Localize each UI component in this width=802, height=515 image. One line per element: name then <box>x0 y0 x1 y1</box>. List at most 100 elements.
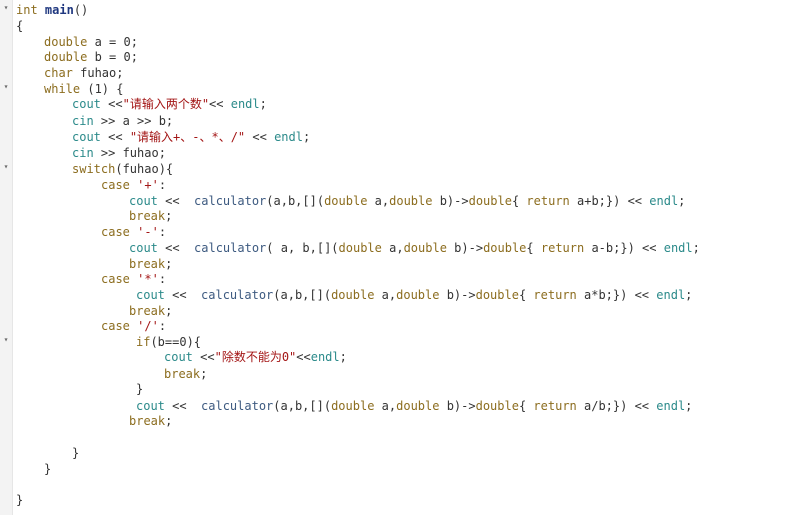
code-token: ( a, b,[]( <box>266 241 339 255</box>
code-token: double <box>389 194 433 208</box>
code-token: cout <box>72 130 101 144</box>
code-line[interactable]: double a = 0; <box>44 34 138 50</box>
code-line[interactable]: cout << calculator( a, b,[](double a,dou… <box>129 240 700 256</box>
code-token: double <box>331 288 375 302</box>
code-token: << <box>100 97 123 111</box>
code-token: a, <box>374 288 397 302</box>
code-token: endl <box>274 130 303 144</box>
code-token: } <box>72 446 80 460</box>
code-line[interactable]: } <box>44 461 51 477</box>
code-line[interactable]: } <box>72 445 79 461</box>
code-token: >> a >> b; <box>93 114 174 128</box>
code-line[interactable]: while (1) { <box>44 81 123 97</box>
code-line[interactable]: break; <box>129 303 172 319</box>
code-token: ; <box>165 414 173 428</box>
code-line[interactable]: cout <<"除数不能为0"<<endl; <box>164 349 347 365</box>
code-token: endl <box>656 288 686 302</box>
code-line[interactable]: break; <box>164 366 207 382</box>
code-token: << <box>296 350 311 364</box>
code-token: a/b;}) << <box>576 399 657 413</box>
code-line[interactable]: double b = 0; <box>44 49 138 65</box>
code-token: break <box>129 209 166 223</box>
code-line[interactable]: cout << "请输入+、-、*、/" << endl; <box>72 129 310 145</box>
code-token: << <box>209 97 231 111</box>
code-token: '*' <box>137 272 159 286</box>
code-line[interactable]: switch(fuhao){ <box>72 161 173 177</box>
code-line[interactable]: cin >> fuhao; <box>72 145 166 161</box>
code-token: calculator <box>201 288 274 302</box>
code-token: << <box>164 399 202 413</box>
code-token: break <box>129 414 166 428</box>
code-token: (b==0){ <box>150 335 202 349</box>
code-token: ; <box>685 399 693 413</box>
code-token: double <box>475 399 519 413</box>
code-token: a-b;}) << <box>584 241 664 255</box>
code-token: double <box>331 399 375 413</box>
code-line[interactable]: } <box>16 492 23 508</box>
code-token: double <box>44 35 88 49</box>
code-line[interactable]: case '/': <box>101 318 166 334</box>
code-line[interactable]: cout <<"请输入两个数"<< endl; <box>72 96 267 112</box>
code-token: case <box>101 272 130 286</box>
code-token: ; <box>302 130 311 144</box>
code-line[interactable]: } <box>136 381 143 397</box>
fold-toggle-icon[interactable]: ▾ <box>3 82 9 91</box>
code-token: return <box>540 241 585 255</box>
code-token: double <box>483 241 527 255</box>
code-token: double <box>44 50 88 64</box>
code-token: } <box>136 382 144 396</box>
code-token: (a,b,[]( <box>266 194 325 208</box>
code-token: cin <box>72 114 94 128</box>
code-line[interactable]: { <box>16 18 23 34</box>
editor-gutter <box>0 0 13 515</box>
code-token: "除数不能为0" <box>214 350 297 364</box>
code-token: cout <box>72 97 101 111</box>
code-token: >> fuhao; <box>93 146 166 160</box>
code-token: ; <box>685 288 693 302</box>
code-token: b)-> <box>439 399 476 413</box>
code-line[interactable]: cout << calculator(a,b,[](double a,doubl… <box>136 287 692 303</box>
code-line[interactable]: char fuhao; <box>44 65 123 81</box>
code-token: '-' <box>137 225 159 239</box>
code-line[interactable]: break; <box>129 208 172 224</box>
code-token: cout <box>164 350 193 364</box>
fold-toggle-icon[interactable]: ▾ <box>3 162 9 171</box>
code-token: (fuhao){ <box>115 162 174 176</box>
code-token: a+b;}) << <box>569 194 650 208</box>
code-token: fuhao; <box>72 66 124 80</box>
code-token: break <box>129 257 166 271</box>
code-line[interactable]: case '+': <box>101 177 166 193</box>
code-line[interactable]: if(b==0){ <box>136 334 201 350</box>
code-line[interactable]: case '-': <box>101 224 166 240</box>
code-line[interactable]: cin >> a >> b; <box>72 113 173 129</box>
code-token: calculator <box>201 399 274 413</box>
code-token: b)-> <box>439 288 476 302</box>
code-token: ; <box>165 257 173 271</box>
code-token: b = 0; <box>87 50 138 64</box>
code-line[interactable]: break; <box>129 413 172 429</box>
code-line[interactable]: cout << calculator(a,b,[](double a,doubl… <box>129 193 685 209</box>
code-token: double <box>403 241 447 255</box>
code-line[interactable]: int main() <box>16 2 88 18</box>
fold-toggle-icon[interactable]: ▾ <box>3 335 9 344</box>
code-token: double <box>396 288 440 302</box>
code-token: cout <box>136 288 165 302</box>
code-token: return <box>526 194 570 208</box>
fold-toggle-icon[interactable]: ▾ <box>3 3 9 12</box>
code-token: cin <box>72 146 94 160</box>
code-token: "请输入+、-、*、/" <box>129 130 246 144</box>
code-token: int <box>16 3 38 17</box>
code-line[interactable]: case '*': <box>101 271 166 287</box>
code-token: () <box>73 3 89 17</box>
code-token: a*b;}) << <box>576 288 657 302</box>
code-line[interactable]: break; <box>129 256 172 272</box>
code-token: << <box>245 130 275 144</box>
code-token: : <box>158 319 167 333</box>
code-token: cout <box>129 194 158 208</box>
code-token: { <box>518 399 534 413</box>
code-line[interactable]: cout << calculator(a,b,[](double a,doubl… <box>136 398 692 414</box>
code-token: ; <box>200 367 208 381</box>
code-token: } <box>16 493 24 507</box>
code-token: case <box>101 225 130 239</box>
code-token: double <box>338 241 382 255</box>
